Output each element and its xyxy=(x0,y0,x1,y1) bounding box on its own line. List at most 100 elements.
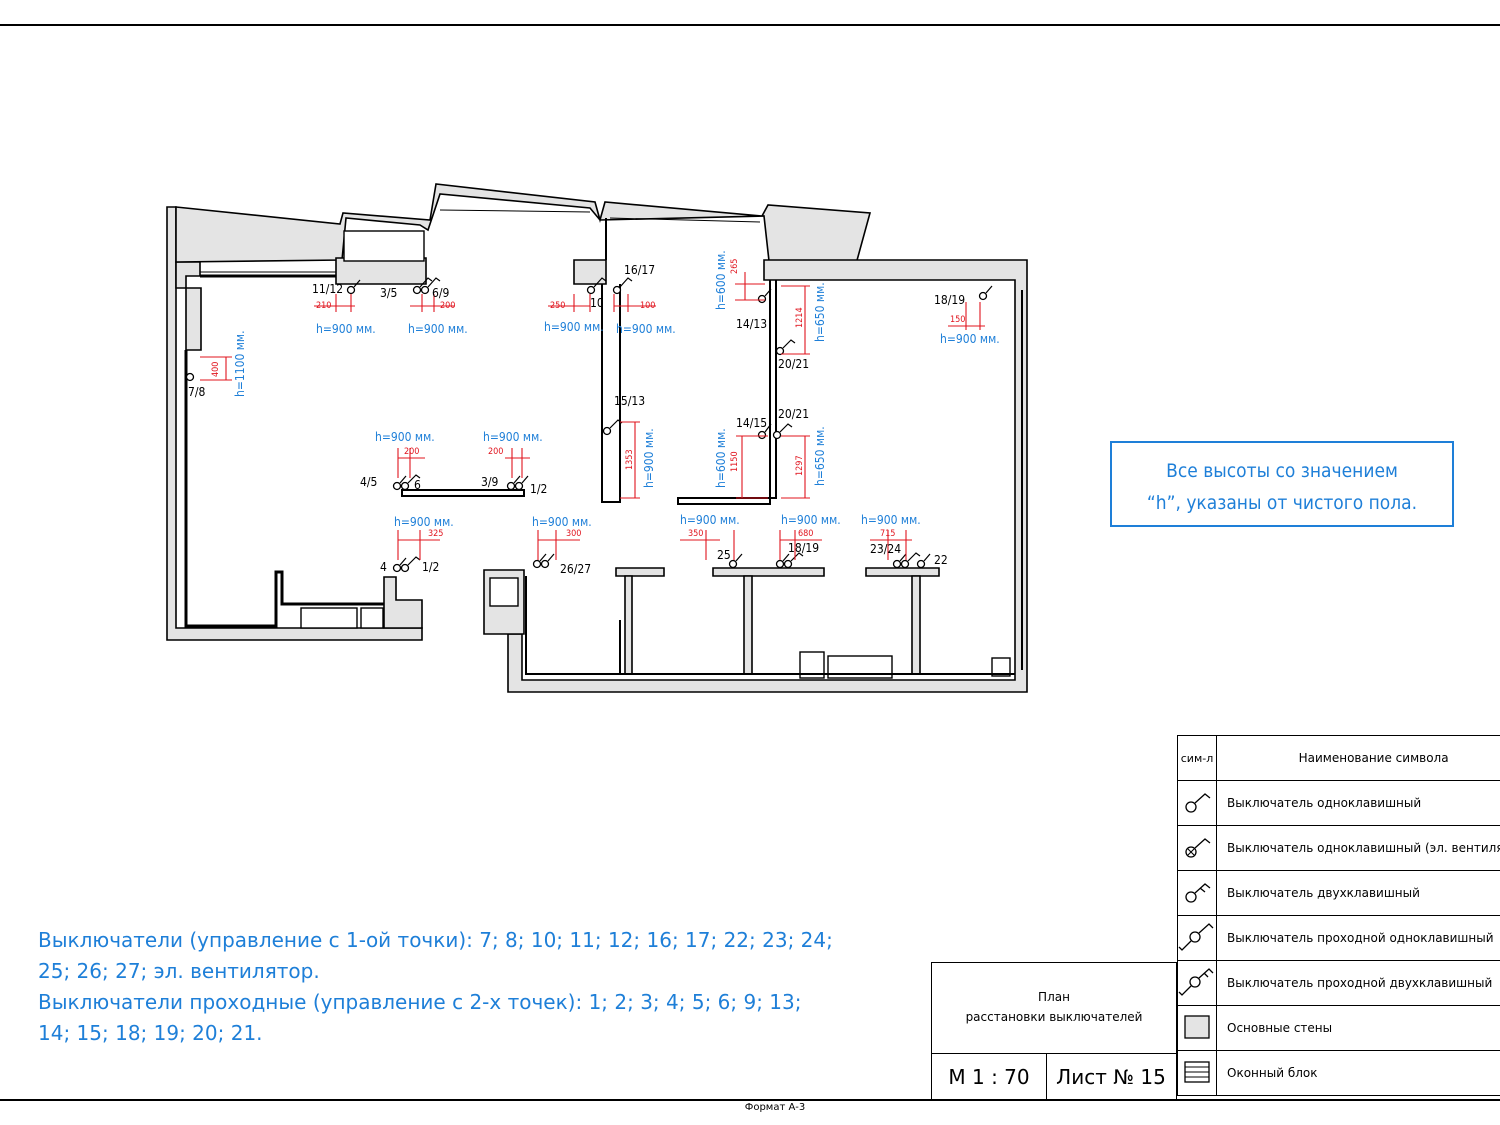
switch-icon xyxy=(392,481,402,491)
legend-header-symbol: сим-л xyxy=(1177,735,1217,781)
switch-label: 4/5 xyxy=(360,475,377,489)
window-block-5 xyxy=(827,655,893,679)
switch-label: 26/27 xyxy=(560,562,591,576)
switch-label: 10 xyxy=(590,296,604,310)
dimension-value: 1214 xyxy=(795,307,805,328)
center-wall-top xyxy=(573,259,607,285)
dimension-value: 400 xyxy=(211,362,221,377)
bottom-left-wall xyxy=(383,576,423,629)
switch-icon xyxy=(392,563,402,573)
legend-row: Оконный блок xyxy=(1177,1050,1500,1096)
switch-label: 4 xyxy=(380,560,387,574)
height-label: h=900 мм. xyxy=(642,428,656,488)
switch-icon xyxy=(346,285,356,295)
switch-icon xyxy=(612,285,622,295)
dimension-value: 250 xyxy=(550,301,565,311)
room-wall-top xyxy=(335,257,427,285)
height-label: h=900 мм. xyxy=(544,320,604,334)
legend-item-name: Выключатель проходной двухклавишный xyxy=(1215,960,1500,1006)
switch-icon xyxy=(506,481,516,491)
switch-label: 20/21 xyxy=(778,407,809,421)
switch-icon xyxy=(757,430,767,440)
window-block-6 xyxy=(991,657,1011,677)
single-point-list: Выключатели (управление с 1-ой точки): 7… xyxy=(38,928,833,983)
left-window-column xyxy=(185,287,202,351)
window-block-7 xyxy=(343,230,425,262)
height-label: h=900 мм. xyxy=(781,513,841,527)
passthrough-single-switch-icon xyxy=(1177,915,1217,961)
switch-labels: 11/12 3/5 6/9 16/17 10 14/13 20/21 18/19… xyxy=(188,263,965,576)
switch-keys xyxy=(353,277,993,566)
main-wall-icon xyxy=(1177,1005,1217,1051)
switch-label: 18/19 xyxy=(788,541,819,555)
switch-icon xyxy=(772,430,782,440)
legend-header: сим-л Наименование символа xyxy=(1177,735,1500,781)
switch-icon xyxy=(775,346,785,356)
drawing-scale: М 1 : 70 xyxy=(932,1054,1047,1100)
switch-label: 18/19 xyxy=(934,293,965,307)
sheet-number: Лист № 15 xyxy=(1056,1065,1166,1089)
switch-label: 1/2 xyxy=(530,482,547,496)
switch-symbols xyxy=(185,285,988,573)
drawing-title-line-1: План xyxy=(1038,990,1070,1004)
legend-row: Выключатель проходной двухклавишный xyxy=(1177,960,1500,1006)
height-label: h=900 мм. xyxy=(483,430,543,444)
legend-table: сим-л Наименование символа Выключатель о… xyxy=(1177,735,1500,1096)
corridor-wall-6 xyxy=(911,575,921,675)
legend-row: Основные стены xyxy=(1177,1005,1500,1051)
dimension-value: 1353 xyxy=(625,449,635,470)
dimension-value: 1297 xyxy=(795,455,805,476)
switch-icon xyxy=(532,559,542,569)
legend-item-name: Выключатель проходной одноклавишный xyxy=(1215,915,1500,961)
dimension-value: 1150 xyxy=(730,451,740,472)
sheet-frame-top xyxy=(0,24,1500,26)
legend-item-name: Оконный блок xyxy=(1215,1050,1500,1096)
title-block-row: М 1 : 70 Лист № 15 xyxy=(932,1053,1176,1100)
corridor-wall-1 xyxy=(615,567,665,577)
switch-label: 6/9 xyxy=(432,286,450,300)
legend-row: Выключатель двухклавишный xyxy=(1177,870,1500,916)
dimension-value: 715 xyxy=(880,529,895,539)
height-label: h=900 мм. xyxy=(940,332,1000,346)
corridor-wall-2 xyxy=(624,575,633,675)
height-label: h=900 мм. xyxy=(532,515,592,529)
dimension-value: 150 xyxy=(950,315,965,325)
legend-header-name: Наименование символа xyxy=(1215,735,1500,781)
switch-label: 23/24 xyxy=(870,542,901,556)
switch-label: 20/21 xyxy=(778,357,809,371)
dimension-value: 325 xyxy=(428,529,443,539)
switch-label: 15/13 xyxy=(614,394,645,408)
dimension-value: 350 xyxy=(688,529,703,539)
dimension-value: 300 xyxy=(566,529,581,539)
dimension-value: 265 xyxy=(730,259,740,274)
legend-item-name: Выключатель двухклавишный xyxy=(1215,870,1500,916)
note-line-2: “h”, указаны от чистого пола. xyxy=(1146,492,1418,514)
switch-icon xyxy=(775,559,785,569)
window-block-3 xyxy=(489,577,519,607)
height-label: h=900 мм. xyxy=(394,515,454,529)
switch-icon xyxy=(420,285,430,295)
height-label: h=900 мм. xyxy=(408,322,468,336)
height-label: h=900 мм. xyxy=(375,430,435,444)
dimension-value: 680 xyxy=(798,529,813,539)
title-block: План расстановки выключателей М 1 : 70 Л… xyxy=(931,962,1177,1100)
height-labels: h=900 мм. h=900 мм. h=900 мм. h=900 мм. … xyxy=(233,250,1000,529)
note-line-1: Все высоты со значением xyxy=(1166,460,1398,482)
switch-icon xyxy=(400,563,410,573)
sheet-frame-bottom xyxy=(0,1099,1500,1101)
dimension-lines xyxy=(200,272,985,560)
two-point-list: Выключатели проходные (управление с 2-х … xyxy=(38,990,802,1045)
dimension-values: 210 200 250 100 265 1214 150 400 200 200… xyxy=(211,259,965,539)
dimension-value: 210 xyxy=(316,301,331,311)
paper-format: Формат А-3 xyxy=(744,1102,806,1113)
corridor-wall-5 xyxy=(865,567,940,577)
passthrough-double-switch-icon xyxy=(1177,960,1217,1006)
window-block-2 xyxy=(360,607,384,629)
switch-label: 11/12 xyxy=(312,282,343,296)
partition-lines xyxy=(184,209,1023,675)
drawing-title-line-2: расстановки выключателей xyxy=(965,1010,1143,1024)
dimension-value: 200 xyxy=(440,301,455,311)
switch-icon xyxy=(586,285,596,295)
switch-icon xyxy=(602,426,612,436)
